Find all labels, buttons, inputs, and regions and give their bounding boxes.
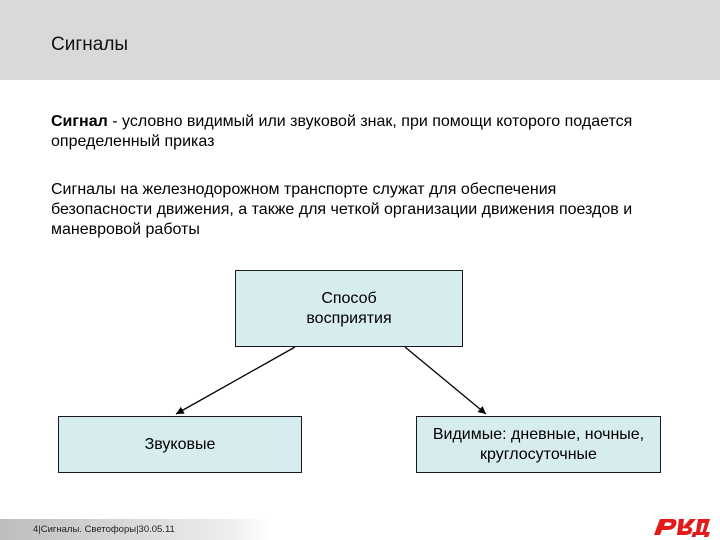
page-title: Сигналы xyxy=(51,34,129,55)
purpose-paragraph: Сигналы на железнодорожном транспорте сл… xyxy=(51,181,633,238)
visual-signals-box: Видимые: дневные, ночные, круглосуточные xyxy=(416,416,661,473)
header-bar: Сигналы xyxy=(0,0,720,80)
sound-signals-box: Звуковые xyxy=(58,416,302,473)
arrow-to-sound xyxy=(175,346,296,415)
footer-text: 4|Сигналы. Светофоры|30.05.11 xyxy=(33,524,175,535)
rzd-logo-icon xyxy=(654,519,710,537)
arrow-to-visual xyxy=(404,346,487,415)
definition-paragraph: Сигнал - условно видимый или звуковой зн… xyxy=(51,112,651,152)
perception-method-box: Способ восприятия xyxy=(235,270,463,347)
footer-background xyxy=(0,519,270,540)
definition-text: - условно видимый или звуковой знак, при… xyxy=(51,113,633,150)
sound-signals-label: Звуковые xyxy=(144,435,216,453)
definition-term: Сигнал xyxy=(51,113,108,130)
perception-method-label: Способ восприятия xyxy=(306,289,392,327)
visual-signals-label: Видимые: дневные, ночные, круглосуточные xyxy=(432,425,645,463)
footer-bar: 4|Сигналы. Светофоры|30.05.11 xyxy=(0,519,720,540)
